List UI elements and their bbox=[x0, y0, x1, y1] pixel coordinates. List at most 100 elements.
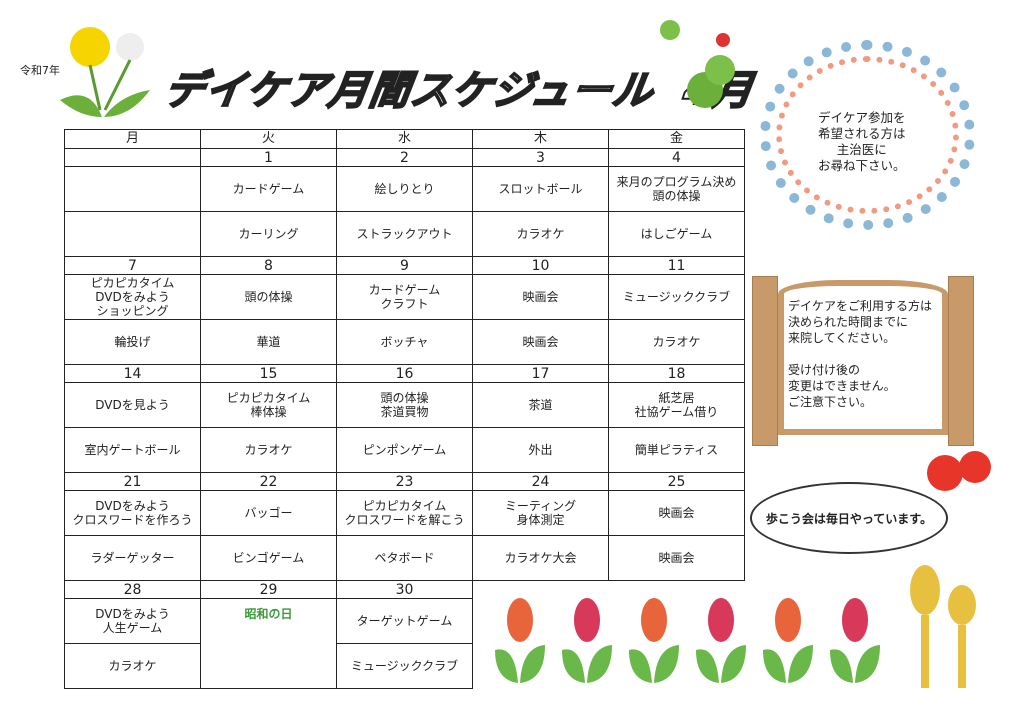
tulip-illustration bbox=[490, 595, 550, 685]
title-text: デイケア月間スケジュール bbox=[160, 67, 658, 115]
weekday-header-row: 月火水木金 bbox=[64, 129, 745, 149]
activity-cell: カラオケ bbox=[608, 319, 745, 365]
activity-row: DVDをみよう クロスワードを作ろうバッゴーピカピカタイム クロスワードを解こう… bbox=[64, 490, 745, 536]
walking-sticks-illustration bbox=[900, 560, 990, 694]
date-cell: 4 bbox=[608, 148, 745, 167]
date-cell: 15 bbox=[200, 364, 337, 383]
tulip-illustration bbox=[825, 595, 885, 685]
window-shutter-left bbox=[752, 276, 778, 446]
window-shutter-right bbox=[948, 276, 974, 446]
activity-row: ラダーゲッタービンゴゲームペタボードカラオケ大会映画会 bbox=[64, 535, 745, 581]
activity-cell: ミーティング 身体測定 bbox=[472, 490, 609, 536]
activity-cell: はしごゲーム bbox=[608, 211, 745, 257]
activity-row: 輪投げ華道ボッチャ映画会カラオケ bbox=[64, 319, 745, 365]
consultation-notice-text: デイケア参加を 希望される方は 主治医に お尋ね下さい。 bbox=[818, 110, 906, 173]
activity-cell: カラオケ大会 bbox=[472, 535, 609, 581]
date-cell: 1 bbox=[200, 148, 337, 167]
date-cell: 16 bbox=[336, 364, 473, 383]
arrival-notice-text: デイケアをご利用する方は 決められた時間までに 来院してください。 受け付け後の… bbox=[788, 299, 933, 409]
activity-row: ピカピカタイム DVDをみよう ショッピング頭の体操カードゲーム クラフト映画会… bbox=[64, 274, 745, 320]
activity-row: カーリングストラックアウトカラオケはしごゲーム bbox=[64, 211, 745, 257]
activity-cell: カーリング bbox=[200, 211, 337, 257]
weekday-header: 水 bbox=[336, 129, 473, 149]
activity-cell: DVDをみよう クロスワードを作ろう bbox=[64, 490, 201, 536]
activity-cell: 輪投げ bbox=[64, 319, 201, 365]
walking-club-text: 歩こう会は毎日やっています。 bbox=[765, 511, 933, 526]
date-cell: 2 bbox=[336, 148, 473, 167]
activity-cell: 映画会 bbox=[472, 274, 609, 320]
activity-cell: 華道 bbox=[200, 319, 337, 365]
tulip-illustration bbox=[624, 595, 684, 685]
arrival-notice-window: デイケアをご利用する方は 決められた時間までに 来院してください。 受け付け後の… bbox=[752, 270, 974, 450]
date-cell: 14 bbox=[64, 364, 201, 383]
activity-cell: カードゲーム bbox=[200, 166, 337, 212]
activity-cell: ターゲットゲーム bbox=[336, 598, 473, 644]
activity-cell: 映画会 bbox=[608, 490, 745, 536]
activity-cell: ペタボード bbox=[336, 535, 473, 581]
date-cell: 29 bbox=[200, 580, 337, 599]
date-cell: 18 bbox=[608, 364, 745, 383]
activity-cell: 絵しりとり bbox=[336, 166, 473, 212]
date-cell: 3 bbox=[472, 148, 609, 167]
window-pane bbox=[778, 280, 948, 435]
dandelion-illustration bbox=[60, 25, 160, 129]
date-cell: 22 bbox=[200, 472, 337, 491]
weekday-header: 月 bbox=[64, 129, 201, 149]
activity-cell: ミュージッククラブ bbox=[608, 274, 745, 320]
activity-cell: 映画会 bbox=[608, 535, 745, 581]
tulip-illustration bbox=[691, 595, 751, 685]
activity-cell: ピンポンゲーム bbox=[336, 427, 473, 473]
date-cell: 11 bbox=[608, 256, 745, 275]
date-cell: 8 bbox=[200, 256, 337, 275]
activity-cell: ラダーゲッター bbox=[64, 535, 201, 581]
activity-cell: 映画会 bbox=[472, 319, 609, 365]
weekday-header: 火 bbox=[200, 129, 337, 149]
activity-cell: 簡単ピラティス bbox=[608, 427, 745, 473]
date-cell: 30 bbox=[336, 580, 473, 599]
date-cell: 21 bbox=[64, 472, 201, 491]
activity-cell: スロットボール bbox=[472, 166, 609, 212]
activity-cell: ピカピカタイム DVDをみよう ショッピング bbox=[64, 274, 201, 320]
activity-row: カードゲーム絵しりとりスロットボール来月のプログラム決め 頭の体操 bbox=[64, 166, 745, 212]
tulip-illustration bbox=[758, 595, 818, 685]
weekday-header: 金 bbox=[608, 129, 745, 149]
date-cell bbox=[64, 148, 201, 167]
weekday-header: 木 bbox=[472, 129, 609, 149]
era-year: 令和7年 bbox=[20, 64, 60, 77]
activity-cell: ミュージッククラブ bbox=[336, 643, 473, 689]
activity-cell: ボッチャ bbox=[336, 319, 473, 365]
date-cell: 23 bbox=[336, 472, 473, 491]
date-cell: 7 bbox=[64, 256, 201, 275]
activity-cell: ストラックアウト bbox=[336, 211, 473, 257]
activity-row: DVDをみよう 人生ゲーム昭和の日ターゲットゲーム bbox=[64, 598, 745, 689]
activity-row: カラオケミュージッククラブ bbox=[64, 643, 745, 689]
activity-cell: 頭の体操 茶道買物 bbox=[336, 382, 473, 428]
activity-cell: 外出 bbox=[472, 427, 609, 473]
activity-cell bbox=[64, 211, 201, 257]
activity-row: 室内ゲートボールカラオケピンポンゲーム外出簡単ピラティス bbox=[64, 427, 745, 473]
activity-cell: カードゲーム クラフト bbox=[336, 274, 473, 320]
activity-cell: DVDを見よう bbox=[64, 382, 201, 428]
date-cell: 9 bbox=[336, 256, 473, 275]
clover-ladybug-illustration bbox=[655, 15, 740, 119]
activity-cell: 来月のプログラム決め 頭の体操 bbox=[608, 166, 745, 212]
date-cell: 25 bbox=[608, 472, 745, 491]
activity-row: DVDを見ようピカピカタイム 棒体操頭の体操 茶道買物茶道紙芝居 社協ゲーム借り bbox=[64, 382, 745, 428]
consultation-notice: デイケア参加を 希望される方は 主治医に お尋ね下さい。 bbox=[760, 40, 975, 230]
activity-cell: カラオケ bbox=[200, 427, 337, 473]
tulip-illustration bbox=[557, 595, 617, 685]
date-cell: 24 bbox=[472, 472, 609, 491]
activity-cell: カラオケ bbox=[472, 211, 609, 257]
activity-cell: 室内ゲートボール bbox=[64, 427, 201, 473]
strawberry-illustration bbox=[915, 445, 1005, 499]
activity-cell: 紙芝居 社協ゲーム借り bbox=[608, 382, 745, 428]
activity-cell: バッゴー bbox=[200, 490, 337, 536]
activity-cell: 昭和の日 bbox=[200, 598, 337, 689]
activity-cell: ピカピカタイム 棒体操 bbox=[200, 382, 337, 428]
date-cell: 28 bbox=[64, 580, 201, 599]
